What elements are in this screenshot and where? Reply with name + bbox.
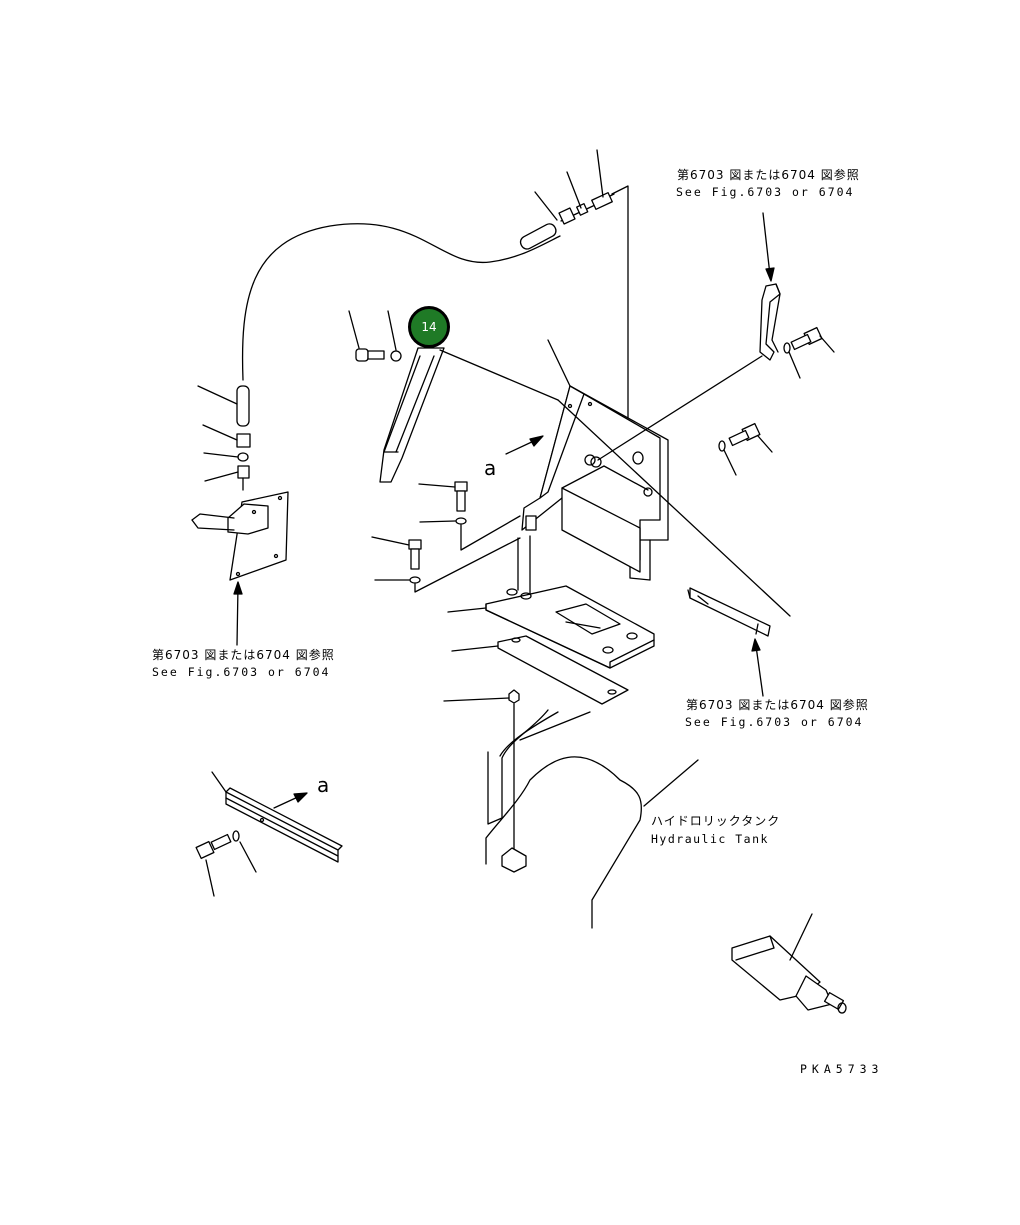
left-bracket <box>191 491 289 581</box>
cable-leader-lines <box>534 149 629 471</box>
gasket <box>451 635 629 705</box>
view-arrow-upper <box>505 435 544 455</box>
lever-bolt <box>348 310 402 362</box>
lever-stub <box>731 913 847 1014</box>
drawing-code: PKA5733 <box>800 1062 884 1076</box>
view-a-label-lower: a <box>317 773 330 797</box>
right-ref-arrow <box>751 638 764 697</box>
left-ref-jp: 第6703 図または6704 図参照 <box>152 648 335 662</box>
hydraulic-tank <box>485 709 699 929</box>
cable-boot <box>519 223 557 250</box>
cable-lower-sleeve <box>236 385 251 491</box>
tank-label-en: Hydraulic Tank <box>651 832 769 846</box>
top-right-ref-arrow <box>762 212 775 282</box>
view-a-bolt <box>195 830 257 897</box>
tank-label-jp: ハイドロリックタンク <box>651 814 781 828</box>
bracket-leader <box>547 339 571 387</box>
bolt-right-lower <box>718 422 773 476</box>
right-ref-en: See Fig.6703 or 6704 <box>685 715 864 729</box>
control-lever <box>379 347 445 483</box>
cable-nut-upper <box>558 203 589 225</box>
base-plate <box>447 535 655 669</box>
top-right-ref-en: See Fig.6703 or 6704 <box>676 185 855 199</box>
view-a-bar <box>211 771 343 863</box>
main-support-bracket <box>521 385 791 617</box>
left-ref-en: See Fig.6703 or 6704 <box>152 665 331 679</box>
view-a-label-upper: a <box>484 456 497 480</box>
part-callout-14[interactable]: 14 <box>408 306 450 348</box>
nut-and-stud <box>443 689 527 873</box>
view-arrow-lower <box>273 792 308 809</box>
right-bar <box>687 587 771 637</box>
right-ref-jp: 第6703 図または6704 図参照 <box>686 698 869 712</box>
bolt-right-upper <box>783 326 835 379</box>
bolt-washer-set-1 <box>418 481 521 551</box>
left-ref-arrow <box>233 581 243 646</box>
bolt-washer-set-2 <box>371 536 521 593</box>
cable-end-fitting <box>591 192 615 210</box>
cable-lower-leaders <box>197 385 239 482</box>
cable-clamp-bracket <box>597 283 781 461</box>
lever-leader <box>439 349 559 401</box>
top-right-ref-jp: 第6703 図または6704 図参照 <box>677 168 860 182</box>
